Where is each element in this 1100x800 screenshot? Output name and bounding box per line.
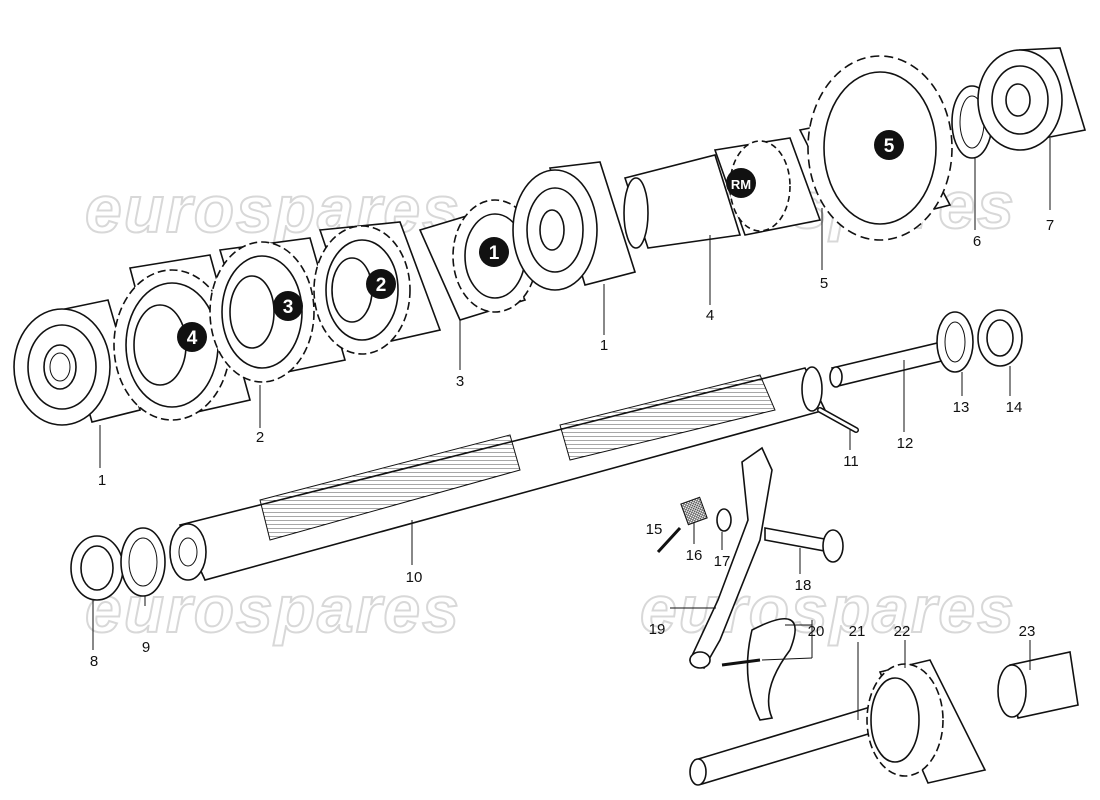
callout-number: 8 — [90, 653, 98, 670]
gear-3: 3 — [209, 237, 347, 383]
watermark-text: eurospares — [640, 572, 1016, 646]
gear-badge — [874, 130, 904, 160]
gear-badge — [177, 322, 207, 352]
callout-number: 7 — [1046, 217, 1054, 234]
callout-number: 15 — [646, 521, 663, 538]
right-ball-bearing — [977, 47, 1087, 151]
upper-shaft-assembly: 4 3 2 1 — [13, 47, 1087, 426]
callout-number: 17 — [714, 553, 731, 570]
gear-1: 1 — [418, 199, 538, 321]
callout-number: 14 — [1006, 399, 1023, 416]
callout-number: 12 — [897, 435, 914, 452]
shaft-sleeve — [623, 154, 742, 249]
callout-number: 22 — [894, 623, 911, 640]
gear-badge-label: 4 — [187, 328, 198, 349]
gear-badge — [366, 269, 396, 299]
callout-number: 4 — [706, 307, 714, 324]
callout-number: 16 — [686, 547, 703, 564]
dowel-pin — [817, 407, 859, 433]
left-ball-bearing — [13, 299, 142, 426]
callout-number: 5 — [820, 275, 828, 292]
callout-number: 6 — [973, 233, 981, 250]
callout-number: 9 — [142, 639, 150, 656]
callout-number: 1 — [98, 472, 106, 489]
callout-number: 2 — [256, 429, 264, 446]
gear-5: 5 — [798, 55, 953, 241]
callout-number: 23 — [1019, 623, 1036, 640]
callout-number: 3 — [456, 373, 464, 390]
callout-number: 13 — [953, 399, 970, 416]
gear-badge — [273, 291, 303, 321]
callout-number: 19 — [649, 621, 666, 638]
shaft-nut — [977, 309, 1023, 367]
callout-number: 10 — [406, 569, 423, 586]
lock-washer — [120, 527, 166, 597]
gear-badge — [726, 168, 756, 198]
gear-badge-label: 3 — [283, 297, 294, 318]
callout-number: 21 — [849, 623, 866, 640]
leader-lines — [92, 138, 1051, 720]
ring-nut — [70, 535, 124, 601]
reverse-idler-assembly — [689, 651, 1079, 786]
gear-badge-label: RM — [731, 177, 751, 192]
input-shaft — [829, 339, 955, 388]
callout-labels: 1 2 3 1 4 5 6 7 10 8 9 11 12 13 14 15 16… — [90, 217, 1054, 670]
selector-assembly — [656, 446, 844, 721]
callout-number: 1 — [600, 337, 608, 354]
gear-badge — [479, 237, 509, 267]
middle-ball-bearing — [512, 161, 637, 291]
main-splined-shaft — [169, 366, 827, 581]
callout-number: 18 — [795, 577, 812, 594]
gear-badge-label: 2 — [376, 275, 387, 296]
callout-number: 20 — [808, 623, 825, 640]
gear-2: 2 — [313, 221, 442, 355]
gear-badge-label: 5 — [884, 136, 895, 157]
reverse-gear: RM — [713, 137, 822, 236]
tab-washer — [936, 311, 974, 373]
callout-number: 11 — [843, 453, 859, 470]
gear-badge-label: 1 — [489, 243, 500, 264]
